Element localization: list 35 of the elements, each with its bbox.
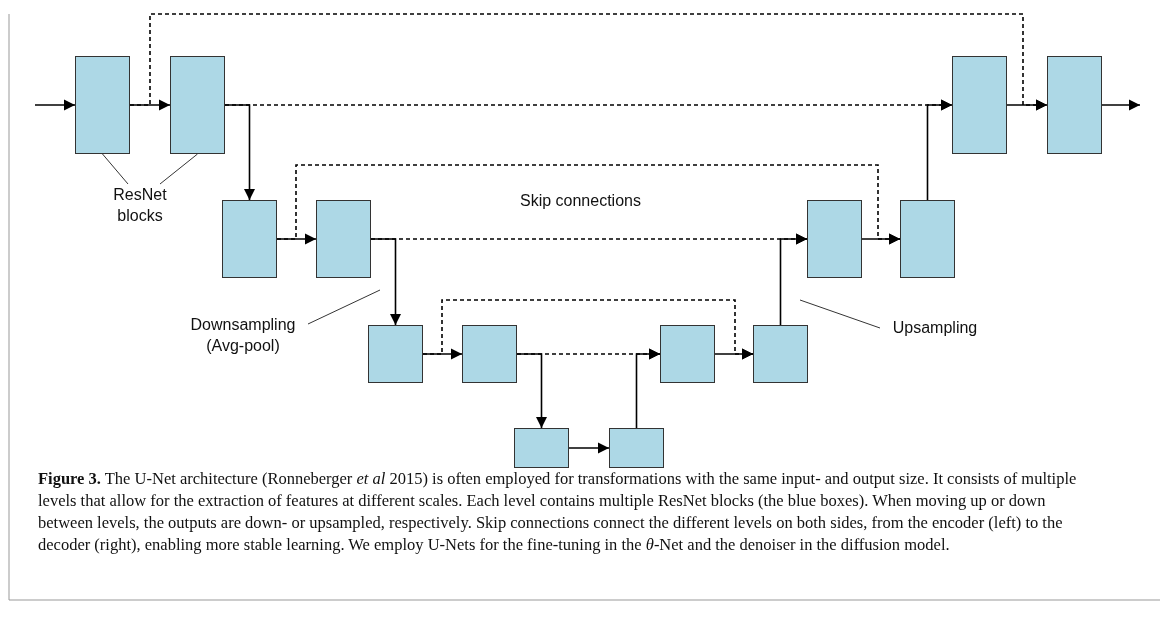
block-box <box>609 428 664 468</box>
arrow <box>779 233 808 326</box>
block-box <box>316 200 371 278</box>
leader-line <box>102 153 129 185</box>
arrow <box>1101 99 1141 111</box>
arrow <box>635 348 661 429</box>
block-box <box>952 56 1007 154</box>
annotation-text: Downsampling (Avg-pool) <box>178 314 308 358</box>
leader-line <box>307 289 381 325</box>
annotation-text: ResNet blocks <box>100 184 180 226</box>
annotation-text: Skip connections <box>520 192 641 210</box>
leader-line <box>799 299 881 329</box>
arrow <box>370 238 402 326</box>
arrow <box>568 442 610 454</box>
block-box <box>660 325 715 383</box>
block-box <box>1047 56 1102 154</box>
arrow <box>714 348 754 360</box>
block-box <box>462 325 517 383</box>
block-box <box>753 325 808 383</box>
arrow <box>224 104 256 201</box>
block-box <box>514 428 569 468</box>
block-box <box>368 325 423 383</box>
leader-line <box>159 153 198 185</box>
figure-caption: Figure 3. The U-Net architecture (Ronneberger et al 2015) is often employed for transformations with the same input- and output size. It consists of multiple levels that allow for the extraction of features at different scales. Each level contains multiple ResNet blocks (the blue boxes). When moving up or down between levels, the outputs are down- or upsampled, respectively. Skip connections connect the different levels on both sides, from the encoder (left) to the decoder (right), enabling more stable learning. We employ U-Nets for the fine-tuning in the θ-Net and the denoiser in the diffusion model. <box>38 468 1078 556</box>
annotation-text: Upsampling <box>880 317 990 339</box>
block-box <box>75 56 130 154</box>
arrow <box>516 353 548 429</box>
arrow <box>34 99 76 111</box>
block-box <box>900 200 955 278</box>
arrow <box>926 99 953 201</box>
arrow <box>861 233 901 245</box>
block-box <box>222 200 277 278</box>
arrow <box>1006 99 1048 111</box>
block-box <box>170 56 225 154</box>
block-box <box>807 200 862 278</box>
